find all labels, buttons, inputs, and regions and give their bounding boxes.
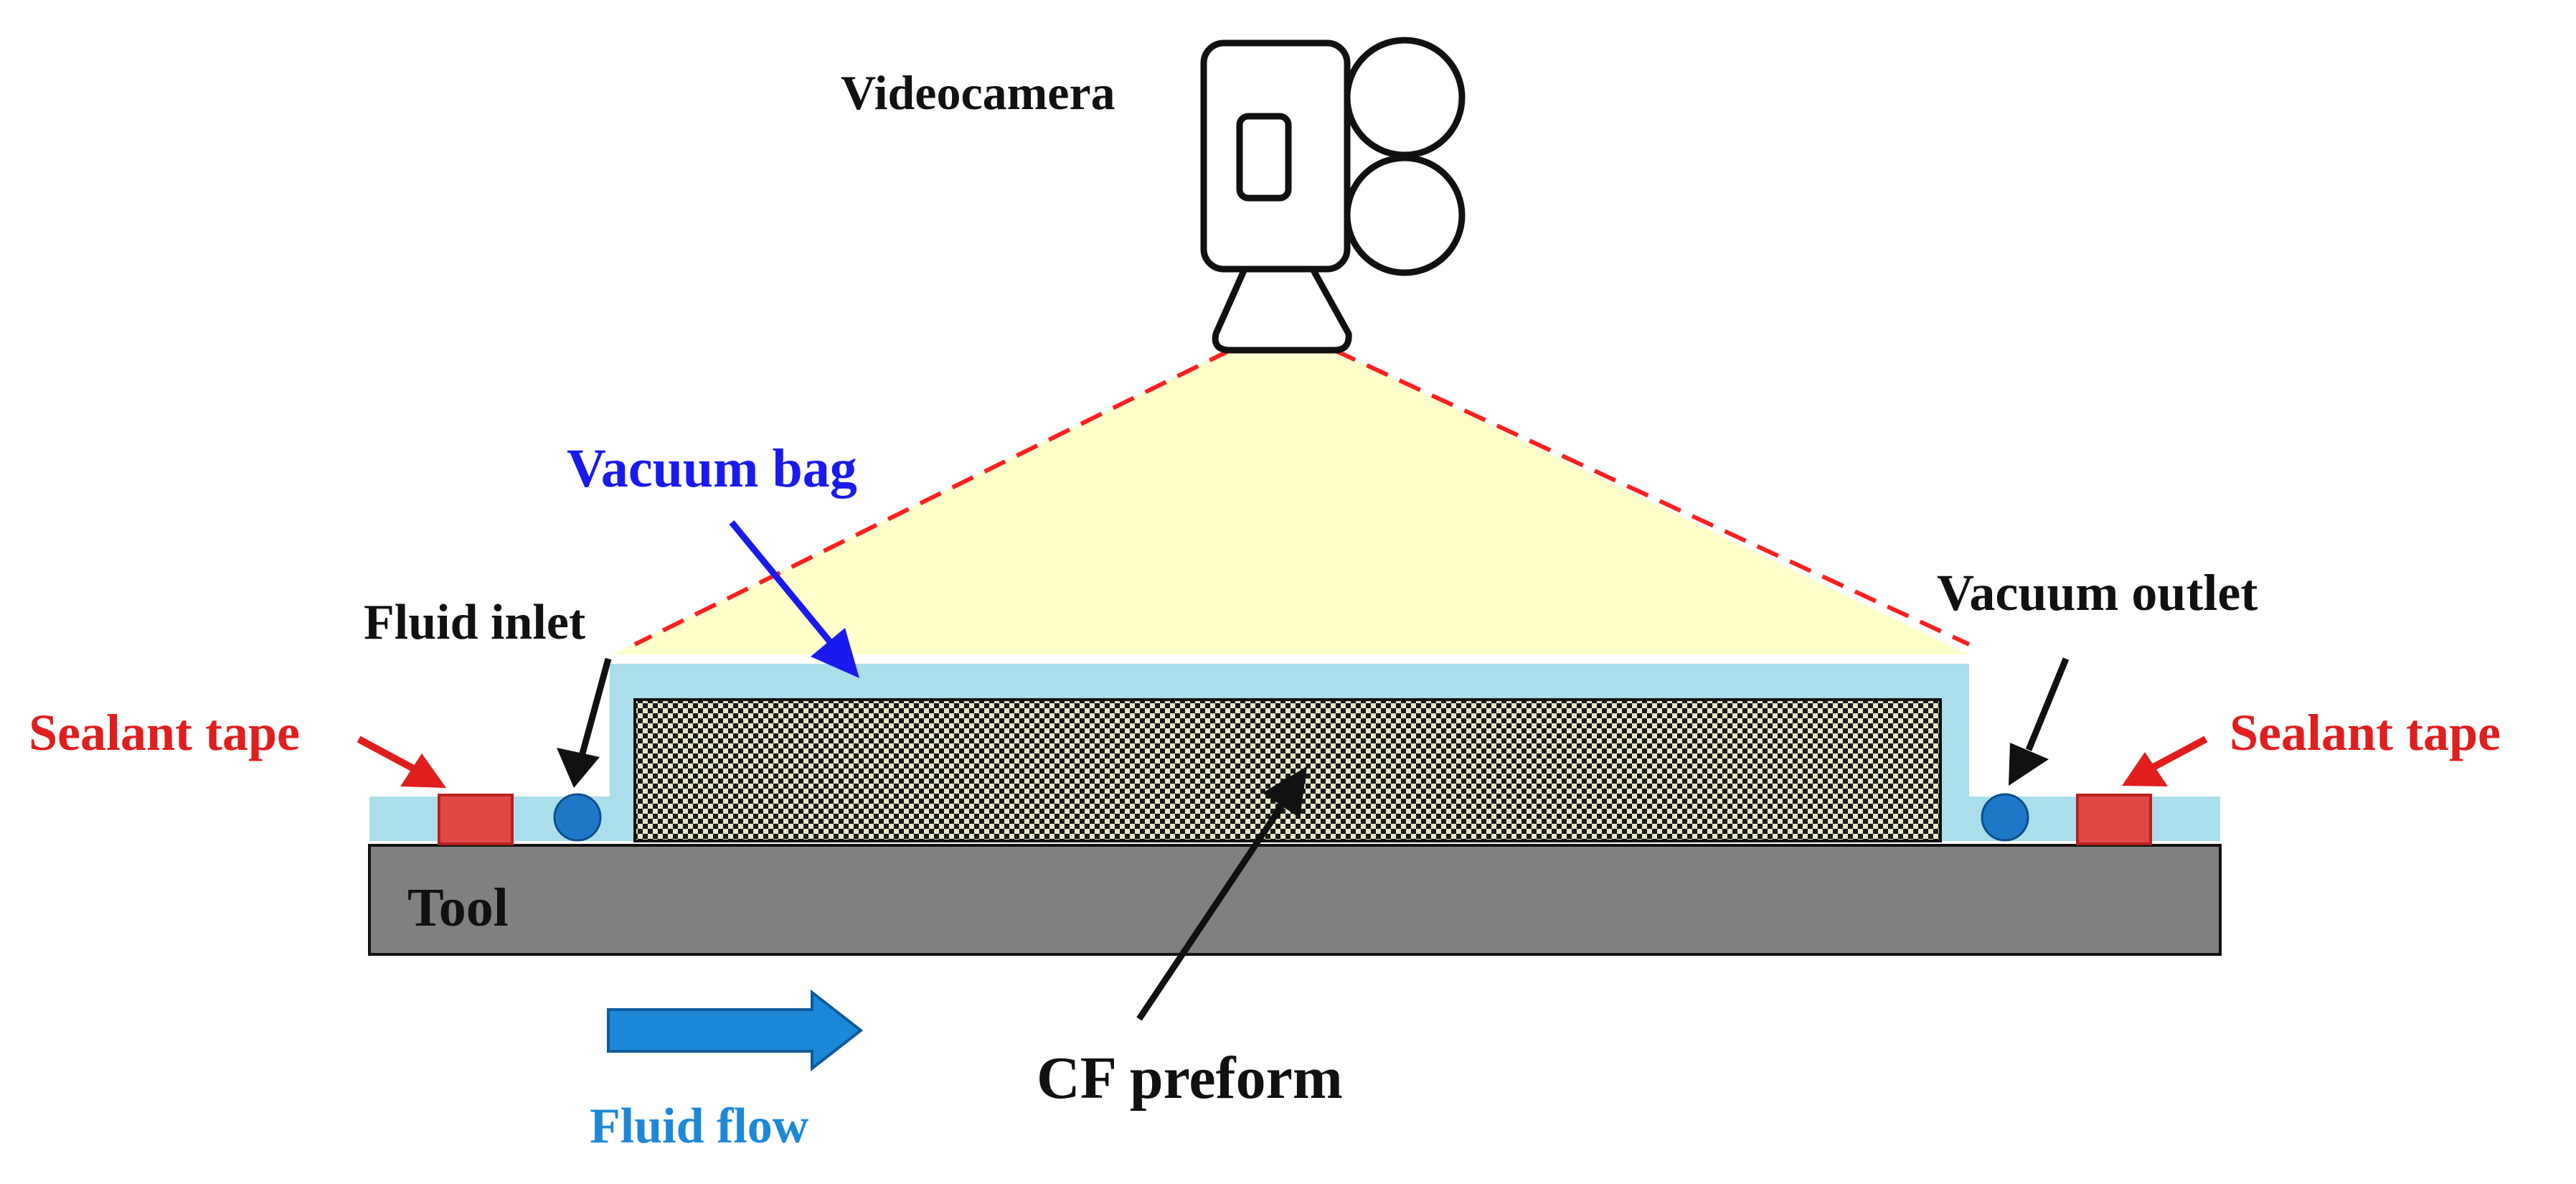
cf-preform-arrow — [1136, 766, 1307, 1021]
vacuum-outlet-label: Vacuum outlet — [1937, 564, 2257, 621]
sealant-tape-right-label: Sealant tape — [2230, 704, 2501, 761]
videocamera-label: Videocamera — [841, 65, 1115, 120]
vacuum-bag-arrow — [729, 520, 859, 678]
fluid-flow-label: Fluid flow — [590, 1099, 809, 1154]
tool — [368, 844, 2222, 956]
tool-label: Tool — [407, 878, 509, 938]
sealant-tape-right-arrow — [2122, 736, 2208, 786]
cf-preform — [633, 698, 1942, 842]
fov-edge-right — [1333, 348, 1971, 647]
vacuum-outlet-port — [1981, 793, 2029, 842]
cf-preform-label: CF preform — [1037, 1045, 1343, 1112]
camera-field-of-view — [613, 350, 1969, 654]
sealant-tape-right — [2076, 794, 2152, 845]
vacuum-outlet-arrow — [2009, 657, 2070, 786]
sealant-tape-left — [438, 794, 514, 845]
vacuum-bag-label: Vacuum bag — [567, 438, 857, 499]
fov-edge-left — [633, 348, 1232, 647]
videocamera-icon — [1200, 37, 1466, 354]
fluid-inlet-port — [553, 793, 602, 842]
fluid-flow-arrow — [607, 989, 864, 1072]
fluid-inlet-label: Fluid inlet — [364, 595, 585, 650]
fluid-inlet-arrow — [557, 657, 612, 788]
sealant-tape-left-label: Sealant tape — [29, 704, 300, 761]
sealant-tape-left-arrow — [357, 736, 446, 788]
